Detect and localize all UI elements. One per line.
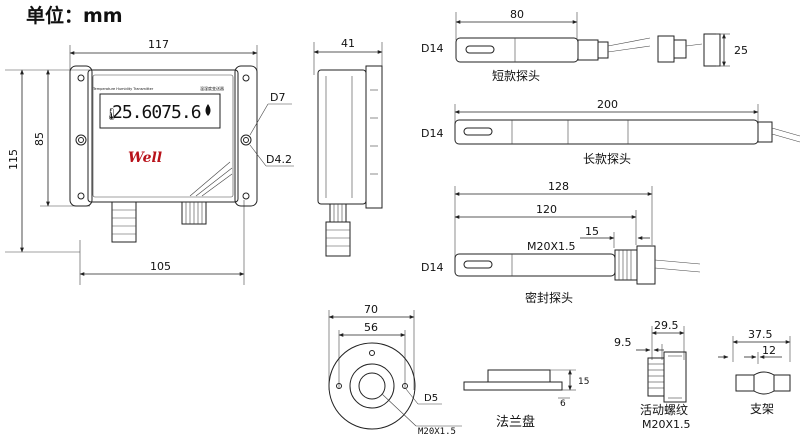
- long-probe-caption: 长款探头: [583, 152, 631, 166]
- housing-depth-dim: 41: [341, 37, 355, 50]
- hole-dim-d7: D7: [270, 91, 285, 104]
- unit-label: 单位：mm: [26, 4, 123, 27]
- short-probe-height-dim: 25: [734, 44, 748, 57]
- flange-thick-dim: 15: [578, 377, 589, 387]
- short-probe-dia: D14: [421, 42, 443, 55]
- long-probe-dia: D14: [421, 127, 443, 140]
- sealed-thread-dim: 15: [585, 225, 599, 238]
- lcd-readout: 25.6075.6: [112, 102, 201, 123]
- housing-front-view: 117 115 85 105 Temperature Humidity Tran…: [5, 38, 294, 285]
- bracket-caption: 支架: [750, 402, 774, 416]
- sealed-probe-view: 128 120 15 M20X1.5 D14 密封探头: [421, 180, 701, 305]
- sealed-total-dim: 128: [548, 180, 569, 193]
- short-probe-caption: 短款探头: [492, 69, 540, 83]
- short-probe-view: 80 D14 25 短款探头: [421, 8, 748, 83]
- fitting-left-dim: 9.5: [614, 336, 632, 349]
- flange-caption: 法兰盘: [496, 414, 535, 430]
- housing-height-outer-dim: 115: [7, 149, 20, 170]
- flange-thread-label: M20X1.5: [418, 427, 456, 435]
- lcd-header-right: 温湿度变送器: [200, 85, 224, 91]
- fitting-total-dim: 29.5: [654, 319, 679, 332]
- flange-hole-label: D5: [424, 393, 438, 404]
- fitting-caption: 活动螺纹: [640, 403, 688, 417]
- sealed-probe-caption: 密封探头: [525, 290, 573, 305]
- housing-side-view: 41: [313, 37, 383, 257]
- flange-plate-dim: 6: [560, 399, 566, 409]
- thermometer-icon: 🌡: [104, 107, 119, 121]
- droplet-icon: [205, 104, 211, 116]
- flange-outer-dim: 70: [364, 303, 378, 316]
- sealed-thread-label: M20X1.5: [527, 240, 576, 253]
- housing-height-inner-dim: 85: [33, 132, 46, 146]
- fitting-view: 29.5 9.5 活动螺纹 M20X1.5: [614, 319, 691, 431]
- bracket-view: 37.5 12 支架: [718, 328, 791, 416]
- bracket-total-dim: 37.5: [748, 328, 773, 341]
- housing-width-dim: 117: [148, 38, 169, 51]
- brand-logo: Well: [128, 150, 162, 166]
- long-probe-length-dim: 200: [597, 98, 618, 111]
- short-probe-length-dim: 80: [510, 8, 524, 21]
- long-probe-view: 200 D14 长款探头: [421, 98, 800, 166]
- lcd-header-left: Temperature Humidity Transmitter: [92, 87, 154, 91]
- fitting-thread-label: M20X1.5: [642, 418, 691, 431]
- housing-bottom-dim: 105: [150, 260, 171, 273]
- flange-view: 70 56 D5 M20X1.5 15 6 法兰盘: [328, 303, 589, 435]
- flange-hole-spacing-dim: 56: [364, 321, 378, 334]
- bracket-inner-dim: 12: [762, 344, 776, 357]
- sealed-body-dim: 120: [536, 203, 557, 216]
- sealed-probe-dia: D14: [421, 261, 443, 274]
- hole-dim-d42: D4.2: [266, 153, 292, 166]
